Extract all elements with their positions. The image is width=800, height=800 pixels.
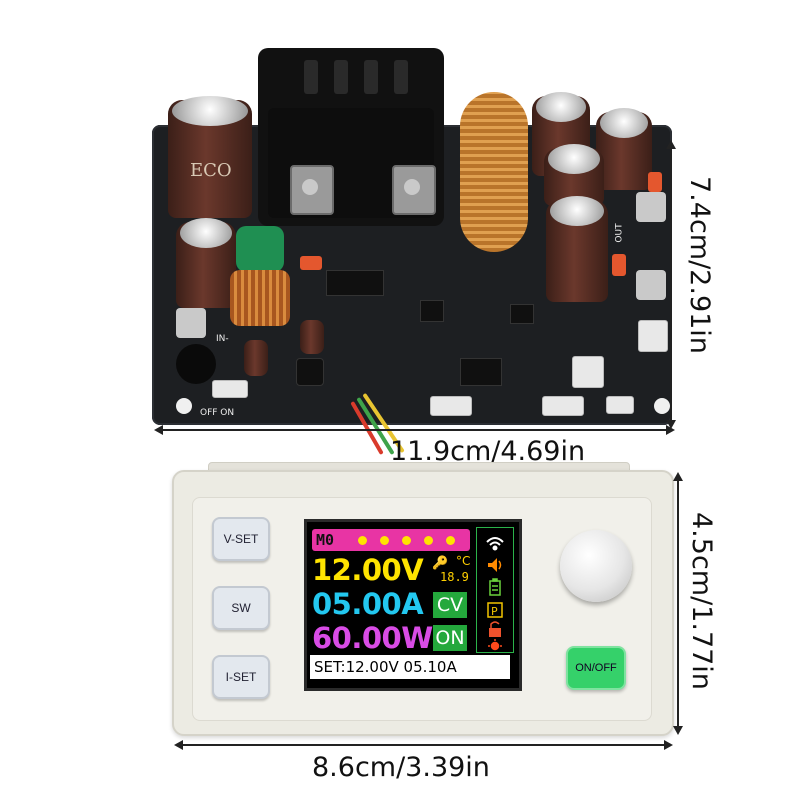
panel-height-line (677, 478, 679, 730)
chip (296, 358, 324, 386)
board-width-label: 11.9cm/4.69in (390, 436, 586, 467)
speaker-icon (488, 558, 502, 572)
board-height-label: 7.4cm/2.91in (684, 176, 715, 354)
status-dot (380, 536, 389, 545)
out-label: OUT (614, 223, 625, 243)
in-label: IN- (216, 334, 229, 344)
screw-terminal (176, 308, 206, 338)
p-icon: P (487, 602, 503, 618)
chip (510, 304, 534, 324)
lock-icon (489, 621, 501, 637)
capacitor-brand: ECO (190, 160, 232, 181)
set-values-line: SET:12.00V 05.10A (310, 655, 510, 679)
mosfet-right (392, 165, 436, 215)
microcontroller-chip (460, 358, 502, 386)
connector (542, 396, 584, 416)
voltage-reading: 12.00V (312, 553, 424, 587)
inductor-coil (230, 270, 290, 326)
iset-button[interactable]: I-SET (212, 655, 270, 699)
arrow-left-icon (174, 740, 183, 750)
status-dot (424, 536, 433, 545)
vset-button[interactable]: V-SET (212, 517, 270, 561)
on-badge: ON (433, 625, 467, 651)
status-dot (446, 536, 455, 545)
toroid-coil (460, 92, 528, 252)
buzzer (176, 344, 216, 384)
temperature-reading: 18.9 (440, 570, 469, 584)
svg-text:P: P (491, 605, 498, 618)
smd-part (612, 254, 626, 276)
panel-height-label: 4.5cm/1.77in (686, 512, 717, 690)
power-switch (212, 380, 248, 398)
wifi-icon (486, 537, 504, 551)
capacitor-tiny (244, 340, 268, 376)
inductor-core (236, 226, 284, 272)
power-reading: 60.00W (312, 621, 433, 655)
panel-width-line (180, 744, 666, 746)
capacitor-small (176, 218, 236, 308)
arrow-down-icon (666, 420, 676, 429)
screw-terminal (636, 270, 666, 300)
capacitor-right-4 (546, 196, 608, 302)
arrow-up-icon (673, 472, 683, 481)
onoff-button[interactable]: ON/OFF (566, 646, 626, 690)
connector (638, 320, 668, 352)
smd-part (648, 172, 662, 192)
cv-badge: CV (433, 592, 467, 618)
panel-width-label: 8.6cm/3.39in (312, 752, 490, 783)
screw-terminal (636, 192, 666, 222)
sw-button[interactable]: SW (212, 586, 270, 630)
status-dot (358, 536, 367, 545)
connector (430, 396, 472, 416)
slide-switch (606, 396, 634, 414)
arrow-right-icon (666, 425, 675, 435)
battery-icon (489, 578, 501, 596)
arrow-down-icon (673, 726, 683, 735)
status-dot (402, 536, 411, 545)
current-reading: 05.00A (312, 587, 424, 621)
sun-icon (488, 639, 502, 651)
memory-mode: M0 (316, 531, 335, 549)
thermometer-icon: 🔑 (432, 556, 449, 571)
rotary-knob[interactable] (560, 530, 632, 602)
smd-part (300, 256, 322, 270)
temp-unit: °C (456, 554, 471, 568)
arrow-right-icon (664, 740, 673, 750)
chip (420, 300, 444, 322)
capacitor-large: ECO (168, 96, 252, 218)
arrow-up-icon (666, 140, 676, 149)
capacitor-tiny (300, 320, 324, 354)
board-width-line (160, 429, 668, 431)
mount-hole (654, 398, 670, 414)
status-icon-column: P (476, 527, 514, 653)
arrow-left-icon (154, 425, 163, 435)
status-bar (312, 529, 470, 551)
switch-label: OFF ON (200, 408, 235, 418)
mount-hole (176, 398, 192, 414)
mosfet-left (290, 165, 334, 215)
connector (572, 356, 604, 388)
capacitor-right-2 (596, 108, 652, 190)
board-height-line (670, 146, 672, 424)
chip (326, 270, 384, 296)
